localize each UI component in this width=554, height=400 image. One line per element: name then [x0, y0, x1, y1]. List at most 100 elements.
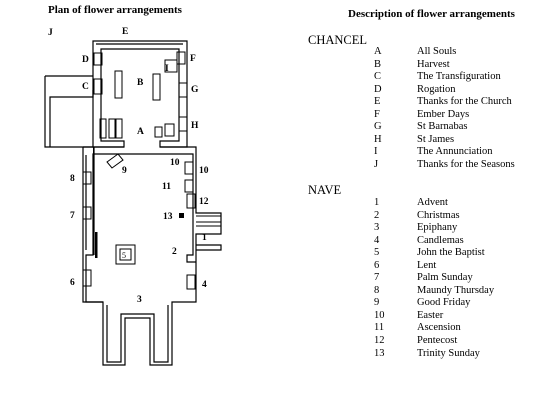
- list-item: 1 Advent: [374, 197, 494, 210]
- item-code: D: [374, 83, 382, 95]
- box-h: [178, 116, 188, 132]
- chancel-list: A All Souls B Harvest C The Transfiguration…: [374, 46, 515, 171]
- item-code: 5: [374, 247, 380, 259]
- box-4: [186, 274, 196, 290]
- item-name: Trinity Sunday: [417, 347, 480, 359]
- altar-box-c: [93, 78, 103, 95]
- label-4: 4: [202, 280, 207, 290]
- marker-13: [179, 213, 184, 218]
- label-9: 9: [122, 166, 127, 176]
- item-code: 11: [374, 322, 385, 334]
- item-name: Candlemas: [417, 234, 464, 246]
- box-10: [184, 161, 194, 175]
- label-13: 13: [163, 212, 173, 222]
- box-7: [82, 206, 92, 220]
- item-name: Christmas: [417, 209, 460, 221]
- porch-wall: [196, 244, 222, 251]
- item-name: Ascension: [417, 322, 461, 334]
- label-1: 1: [202, 233, 207, 243]
- label-d: D: [82, 55, 89, 65]
- label-5: 5: [122, 251, 126, 260]
- item-name: Maundy Thursday: [417, 284, 495, 296]
- list-item: 4 Candlemas: [374, 235, 494, 248]
- item-code: 13: [374, 347, 385, 359]
- item-name: John the Baptist: [417, 247, 485, 259]
- list-item: 5 John the Baptist: [374, 247, 494, 260]
- item-name: The Annunciation: [417, 146, 493, 158]
- label-10b: 10: [199, 166, 209, 176]
- box-d: [93, 52, 103, 66]
- box-i: [164, 59, 178, 73]
- stall-right: [152, 73, 161, 101]
- plan-title: Plan of flower arrangements: [48, 4, 182, 16]
- box-6: [82, 269, 92, 287]
- font-outer: [115, 244, 136, 265]
- item-code: B: [374, 58, 382, 70]
- label-g: G: [191, 85, 199, 95]
- seat-2: [108, 118, 116, 139]
- seat-3: [115, 118, 123, 139]
- item-code: 4: [374, 234, 380, 246]
- label-i: I: [165, 64, 169, 74]
- item-name: St James: [417, 133, 455, 145]
- list-item: D Rogation: [374, 84, 515, 97]
- item-name: Easter: [417, 309, 444, 321]
- item-name: Rogation: [417, 83, 456, 95]
- item-name: Advent: [417, 197, 448, 208]
- porch-lines: [196, 215, 221, 227]
- box-g: [178, 82, 188, 98]
- label-f: F: [190, 54, 196, 64]
- label-j: J: [48, 28, 53, 38]
- item-code: A: [374, 46, 382, 57]
- item-code: 12: [374, 335, 385, 347]
- label-a: A: [137, 127, 144, 137]
- item-name: Palm Sunday: [417, 272, 473, 284]
- item-code: I: [374, 146, 378, 158]
- label-6: 6: [70, 278, 75, 288]
- item-name: Ember Days: [417, 108, 470, 120]
- item-name: Good Friday: [417, 297, 471, 309]
- list-item: 11 Ascension: [374, 322, 494, 335]
- list-item: 2 Christmas: [374, 210, 494, 223]
- lectern: [154, 126, 163, 138]
- box-f: [176, 51, 186, 65]
- item-code: 3: [374, 222, 380, 234]
- wall-fill-left: [93, 147, 95, 255]
- item-name: All Souls: [417, 46, 457, 57]
- item-code: C: [374, 71, 382, 83]
- label-11: 11: [162, 182, 171, 192]
- item-code: 7: [374, 272, 380, 284]
- item-code: 6: [374, 259, 380, 271]
- item-name: Thanks for the Church: [417, 96, 512, 108]
- item-name: The Transfiguration: [417, 71, 501, 83]
- label-b: B: [137, 78, 144, 88]
- item-name: Epiphany: [417, 222, 458, 234]
- list-item: 7 Palm Sunday: [374, 272, 494, 285]
- label-2: 2: [172, 247, 177, 257]
- item-name: St Barnabas: [417, 121, 468, 133]
- item-name: Harvest: [417, 58, 450, 70]
- label-c: C: [82, 82, 89, 92]
- box-12: [186, 193, 196, 209]
- label-10: 10: [170, 158, 180, 168]
- box-9: [106, 153, 124, 169]
- label-7: 7: [70, 211, 75, 221]
- box-8: [82, 171, 92, 185]
- stall-left: [114, 70, 123, 99]
- description-title: Description of flower arrangements: [348, 8, 515, 20]
- nave-outer-wall: [83, 146, 222, 366]
- list-item: B Harvest: [374, 59, 515, 72]
- item-code: 2: [374, 209, 380, 221]
- item-code: 1: [374, 197, 380, 208]
- vestry-wall: [44, 75, 94, 148]
- label-h: H: [191, 121, 199, 131]
